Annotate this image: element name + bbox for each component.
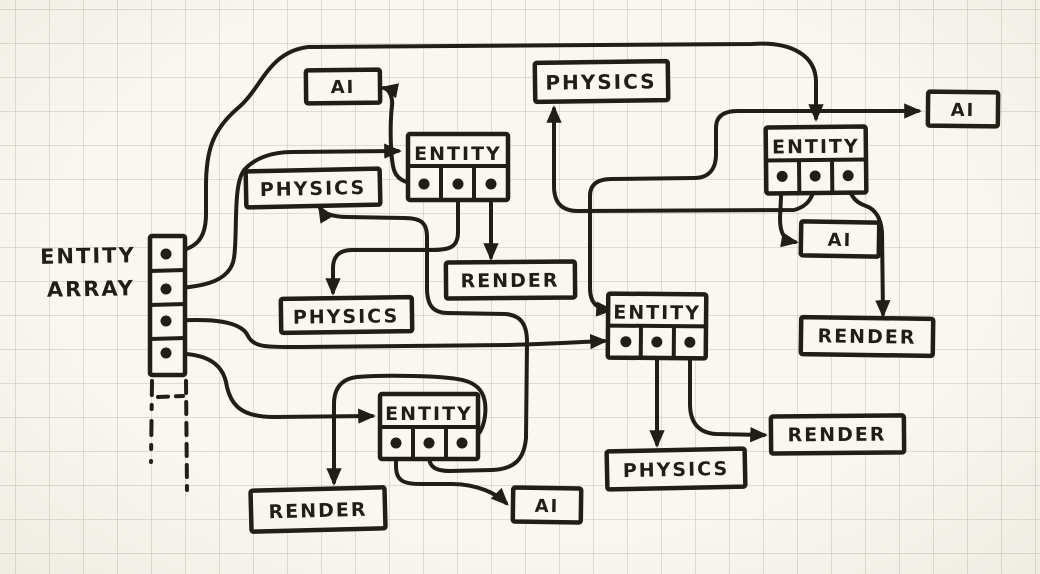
entity-4-slot1-dot bbox=[390, 437, 402, 449]
ai-1-label: AI bbox=[331, 77, 356, 98]
render-3-label: RENDER bbox=[787, 424, 886, 447]
array-continuation-dashed-rung bbox=[156, 394, 185, 399]
entity-3-slot1-dot bbox=[620, 336, 632, 348]
entity-1-slot2-dot bbox=[452, 178, 464, 190]
component-box-physics-3: PHYSICS bbox=[278, 294, 415, 336]
ai-4-outline bbox=[510, 485, 584, 525]
array-pointer-dot-4 bbox=[160, 347, 172, 359]
ai-2-outline bbox=[925, 89, 1001, 129]
render-2-label: RENDER bbox=[817, 325, 916, 348]
entity-array: ENTITY ARRAY bbox=[40, 233, 189, 492]
array-continuation-dashed-left bbox=[149, 379, 154, 464]
entity-array-label-line2: ARRAY bbox=[47, 276, 135, 302]
physics-3-label: PHYSICS bbox=[293, 305, 400, 328]
entity-3-slot2-dot bbox=[651, 336, 663, 348]
wire-array2-to-entity1 bbox=[164, 143, 402, 291]
component-box-physics-1: PHYSICS bbox=[243, 166, 383, 210]
wire-array3-to-entity3 bbox=[164, 317, 608, 350]
wire-entity3-to-ai2 bbox=[588, 103, 922, 317]
render-4-label: RENDER bbox=[268, 499, 367, 524]
render-1-label: RENDER bbox=[460, 270, 559, 293]
array-pointer-dot-3 bbox=[160, 315, 172, 327]
component-box-ai-2: AI bbox=[925, 89, 1001, 129]
ai-3-outline bbox=[798, 219, 882, 259]
component-box-ai-1: AI bbox=[303, 67, 383, 106]
entity-2-slot2-dot bbox=[809, 170, 821, 182]
physics-3-outline bbox=[278, 294, 415, 336]
entity-3-title: ENTITY bbox=[613, 302, 701, 325]
entity-3-title-divider bbox=[607, 323, 707, 329]
entity-1-title: ENTITY bbox=[414, 143, 502, 165]
render-3-outline bbox=[768, 413, 907, 456]
array-pointer-dot-1 bbox=[160, 248, 172, 260]
entity-2-slot3-dot bbox=[842, 170, 854, 182]
entity-array-label-line1: ENTITY bbox=[40, 243, 136, 269]
entity-2-title: ENTITY bbox=[772, 136, 860, 159]
physics-2-label: PHYSICS bbox=[545, 69, 657, 95]
entity-2-slot1-dot bbox=[776, 170, 788, 182]
array-continuation-dashed-right bbox=[184, 379, 189, 492]
physics-1-outline bbox=[243, 166, 383, 210]
wire-array4-to-entity4 bbox=[164, 351, 376, 424]
wire-entity1-to-ai1 bbox=[380, 83, 426, 186]
wire-entity4-to-ai4 bbox=[394, 441, 509, 506]
wire-entity4-to-render4 bbox=[326, 373, 488, 486]
wire-entity3-to-render3 bbox=[688, 340, 768, 443]
array-pointer-dot-2 bbox=[160, 283, 172, 295]
entity-box-3: ENTITY bbox=[605, 291, 709, 361]
component-box-physics-2: PHYSICS bbox=[532, 58, 671, 105]
component-box-physics-4: PHYSICS bbox=[604, 446, 748, 492]
array-cell-divider bbox=[149, 268, 186, 273]
physics-1-label: PHYSICS bbox=[260, 177, 367, 201]
entity-4-title: ENTITY bbox=[385, 403, 473, 425]
component-box-ai-4: AI bbox=[510, 485, 584, 525]
entity-2-title-divider bbox=[765, 157, 867, 163]
ai-1-outline bbox=[303, 67, 383, 106]
wire-entity4-to-physics1 bbox=[318, 204, 529, 473]
entity-box-1: ENTITY bbox=[405, 131, 511, 203]
entity-box-2: ENTITY bbox=[763, 124, 869, 196]
entity-box-4: ENTITY bbox=[377, 391, 481, 462]
physics-4-label: PHYSICS bbox=[623, 458, 730, 482]
entity-4-slot3-dot bbox=[456, 437, 468, 449]
wire-entity1-to-physics3 bbox=[325, 182, 460, 296]
ai-3-label: AI bbox=[827, 230, 852, 251]
ai-4-label: AI bbox=[535, 496, 560, 517]
render-2-outline bbox=[798, 314, 936, 359]
ai-2-label: AI bbox=[951, 100, 976, 121]
render-1-outline bbox=[443, 259, 578, 301]
component-box-render-3: RENDER bbox=[768, 413, 907, 456]
entity-1-slot1-dot bbox=[418, 178, 430, 190]
array-cell-divider bbox=[149, 336, 186, 341]
array-cell-divider bbox=[149, 302, 186, 307]
render-4-outline bbox=[248, 485, 388, 534]
component-box-render-1: RENDER bbox=[443, 259, 578, 301]
physics-4-outline bbox=[604, 446, 748, 492]
component-box-ai-3: AI bbox=[798, 219, 882, 259]
entity-3-slot3-dot bbox=[684, 336, 696, 348]
component-box-render-4: RENDER bbox=[248, 485, 388, 534]
physics-2-outline bbox=[532, 58, 671, 105]
component-box-render-2: RENDER bbox=[798, 314, 936, 359]
entity-4-slot2-dot bbox=[423, 437, 435, 449]
entity-1-slot3-dot bbox=[485, 178, 497, 190]
wire-array1-to-entity2 bbox=[164, 41, 824, 256]
